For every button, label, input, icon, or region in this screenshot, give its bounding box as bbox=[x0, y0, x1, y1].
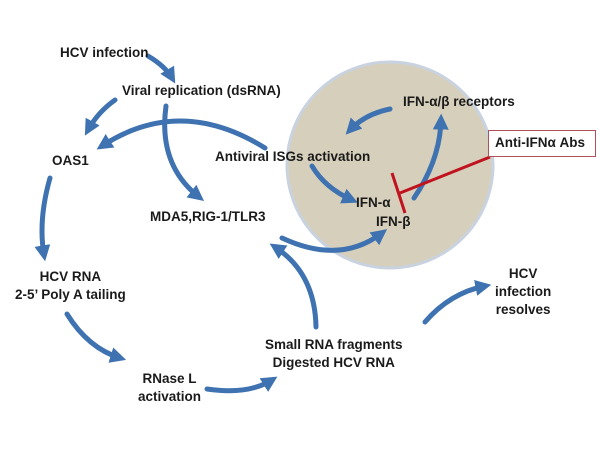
node-small-rna: Small RNA fragments Digested HCV RNA bbox=[265, 337, 403, 370]
arrow-smallrna-to-resolves bbox=[422, 280, 492, 325]
node-antiviral-isgs: Antiviral ISGs activation bbox=[215, 149, 371, 164]
arrow-mda5-to-ifnbeta bbox=[279, 229, 388, 253]
arrow-replication-to-mda5 bbox=[162, 103, 205, 201]
arrow-oas1-to-hcvrna bbox=[34, 175, 53, 262]
interferon-zone-circle bbox=[285, 60, 495, 270]
node-ifn-alpha: IFN-α bbox=[356, 195, 391, 210]
node-ifn-beta: IFN-β bbox=[376, 214, 411, 229]
inhibition-bar bbox=[390, 172, 407, 214]
arrow-replication-to-oas1 bbox=[84, 97, 118, 136]
node-viral-replication: Viral replication (dsRNA) bbox=[122, 83, 281, 98]
arrow-isgs-to-oas1 bbox=[96, 118, 268, 151]
node-mda5: MDA5,RIG-1/TLR3 bbox=[150, 209, 266, 224]
arrow-rnasel-to-smallrna bbox=[204, 376, 278, 394]
arrow-ifnalpha-to-receptors bbox=[411, 113, 449, 201]
arrow-receptors-to-isgs bbox=[345, 106, 393, 135]
arrow-smallrna-to-mda5 bbox=[269, 243, 319, 330]
node-ifn-receptors: IFN-α/β receptors bbox=[403, 94, 515, 109]
node-hcv-resolves: HCV infection resolves bbox=[495, 266, 552, 317]
arrow-isgs-to-ifnalpha bbox=[309, 163, 358, 204]
arrow-hcvrna-to-rnasel bbox=[64, 311, 127, 363]
inhibition-line bbox=[399, 155, 491, 195]
anti-ifna-abs-box bbox=[488, 130, 596, 157]
node-hcv-infection: HCV infection bbox=[60, 45, 149, 60]
node-anti-ifna-abs: Anti-IFNα Abs bbox=[495, 135, 586, 150]
arrow-infection-to-replication bbox=[145, 53, 176, 84]
node-hcv-rna: HCV RNA 2-5’ Poly A tailing bbox=[15, 269, 126, 302]
node-rnase-l: RNase L activation bbox=[138, 371, 202, 404]
node-oas1: OAS1 bbox=[52, 153, 89, 168]
